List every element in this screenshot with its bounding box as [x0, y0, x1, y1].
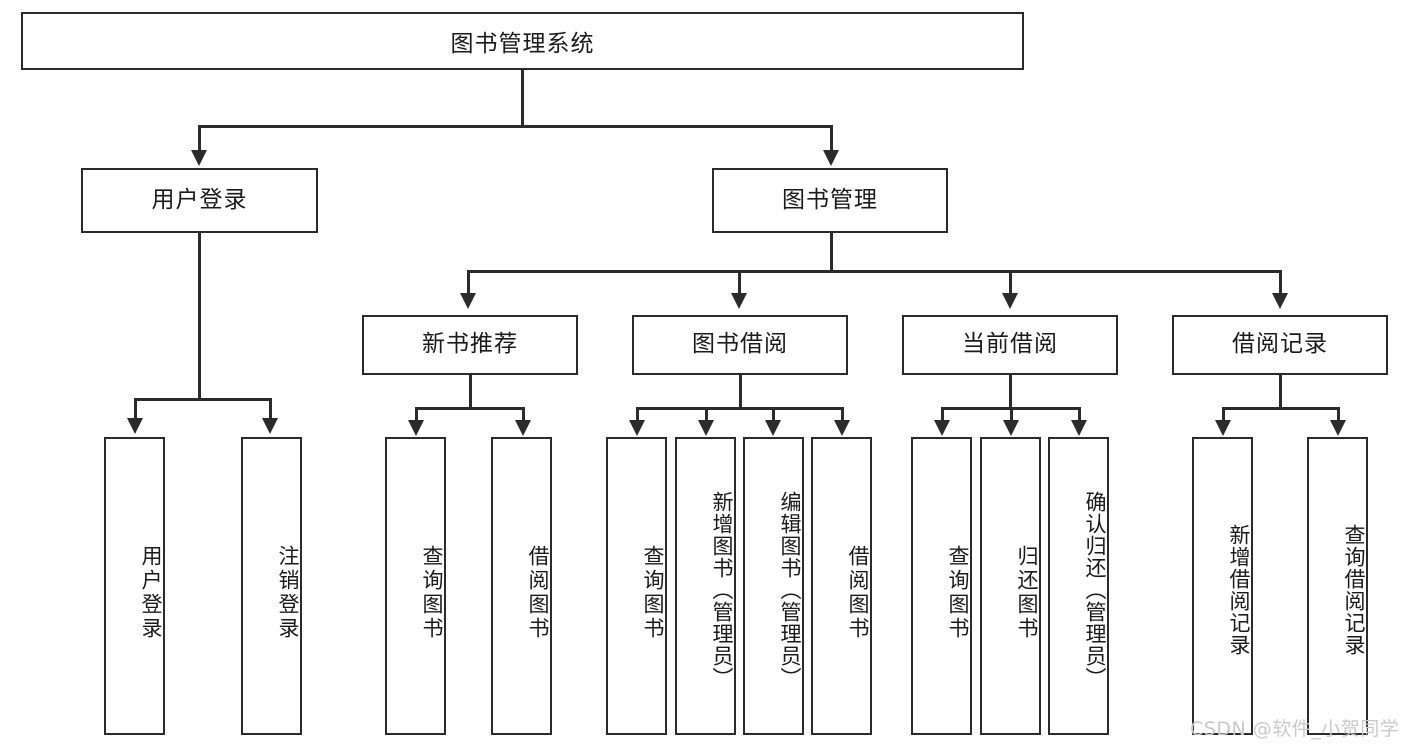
connector-bm-drop-2: [738, 270, 741, 295]
leaf-user-login-label: 用户登录: [139, 545, 163, 641]
connector-user-login-stem: [198, 233, 201, 398]
arrow-to-book-manage: [823, 150, 839, 166]
connector-nbr-drop-1: [415, 407, 418, 422]
connector-root-left-drop: [198, 125, 201, 152]
node-user-login-label: 用户登录: [151, 186, 248, 213]
arrow-to-leaf-query-record: [1330, 420, 1346, 436]
connector-user-login-drop-2: [269, 398, 272, 420]
connector-cb-drop-3: [1078, 407, 1081, 422]
connector-bm-drop-1: [467, 270, 470, 295]
arrow-to-leaf-user-login: [127, 418, 143, 434]
arrow-to-leaf-borrow-book-1: [515, 420, 531, 436]
node-borrow-record-label: 借阅记录: [1232, 331, 1328, 358]
leaf-query-book-2-label: 查询图书: [641, 545, 665, 641]
arrow-to-leaf-add-book: [698, 420, 714, 436]
node-root[interactable]: 图书管理系统: [21, 12, 1024, 70]
arrow-to-leaf-edit-book: [765, 420, 781, 436]
leaf-return-book[interactable]: 归还图书: [980, 437, 1041, 735]
arrow-to-leaf-return-book: [1003, 420, 1019, 436]
arrow-to-current-borrow: [1002, 293, 1018, 309]
leaf-user-login[interactable]: 用户登录: [104, 437, 165, 735]
leaf-borrow-book-2-label: 借阅图书: [846, 545, 870, 641]
arrow-to-leaf-add-record: [1215, 420, 1231, 436]
connector-cb-drop-2: [1010, 407, 1013, 422]
arrow-to-leaf-confirm-return: [1071, 420, 1087, 436]
connector-user-login-drop-1: [134, 398, 137, 420]
leaf-query-record[interactable]: 查询借阅记录: [1307, 437, 1368, 735]
leaf-query-book-1[interactable]: 查询图书: [385, 437, 446, 735]
leaf-add-record-label: 新增借阅记录: [1227, 524, 1251, 656]
leaf-borrow-book-1[interactable]: 借阅图书: [491, 437, 552, 735]
leaf-add-record[interactable]: 新增借阅记录: [1192, 437, 1253, 735]
connector-user-login-bar: [134, 398, 272, 401]
leaf-borrow-book-2[interactable]: 借阅图书: [811, 437, 872, 735]
connector-book-manage-bar: [467, 270, 1282, 273]
arrow-to-borrow-record: [1272, 293, 1288, 309]
connector-bb-drop-2: [705, 407, 708, 422]
connector-br-drop-1: [1222, 407, 1225, 422]
connector-cb-drop-1: [941, 407, 944, 422]
connector-nbr-stem: [469, 375, 472, 407]
leaf-add-book-label: 新增图书（管理员）: [710, 491, 734, 689]
node-borrow-record[interactable]: 借阅记录: [1172, 315, 1388, 375]
connector-br-stem: [1279, 375, 1282, 407]
arrow-to-user-login: [191, 150, 207, 166]
connector-nbr-drop-2: [522, 407, 525, 422]
connector-bb-drop-1: [636, 407, 639, 422]
connector-br-bar: [1222, 407, 1340, 410]
leaf-edit-book[interactable]: 编辑图书（管理员）: [743, 437, 804, 735]
connector-book-manage-stem: [830, 233, 833, 270]
connector-bb-drop-4: [841, 407, 844, 422]
connector-cb-stem: [1009, 375, 1012, 407]
arrow-to-leaf-user-logout: [262, 418, 278, 434]
leaf-query-book-1-label: 查询图书: [420, 545, 444, 641]
arrow-to-leaf-query-book-3: [934, 420, 950, 436]
leaf-query-book-3-label: 查询图书: [946, 545, 970, 641]
leaf-confirm-return[interactable]: 确认归还（管理员）: [1048, 437, 1109, 735]
leaf-edit-book-label: 编辑图书（管理员）: [778, 491, 802, 689]
node-root-label: 图书管理系统: [450, 31, 595, 57]
node-current-borrow-label: 当前借阅: [962, 331, 1058, 358]
leaf-return-book-label: 归还图书: [1015, 545, 1039, 641]
node-current-borrow[interactable]: 当前借阅: [902, 315, 1118, 375]
connector-br-drop-2: [1337, 407, 1340, 422]
csdn-watermark: CSDN @软件_小贺同学: [1190, 718, 1400, 740]
leaf-user-logout-label: 注销登录: [276, 545, 300, 641]
connector-bm-drop-3: [1009, 270, 1012, 295]
connector-root-right-drop: [830, 125, 833, 152]
connector-nbr-bar: [415, 407, 525, 410]
leaf-borrow-book-1-label: 借阅图书: [526, 545, 550, 641]
connector-bb-drop-3: [772, 407, 775, 422]
connector-bm-drop-4: [1279, 270, 1282, 295]
leaf-query-record-label: 查询借阅记录: [1342, 524, 1366, 656]
node-book-borrow-label: 图书借阅: [692, 331, 788, 358]
node-book-borrow[interactable]: 图书借阅: [632, 315, 848, 375]
node-new-book-recommend-label: 新书推荐: [422, 331, 518, 358]
arrow-to-leaf-query-book-2: [629, 420, 645, 436]
leaf-confirm-return-label: 确认归还（管理员）: [1083, 491, 1107, 689]
connector-root-bar: [198, 125, 833, 128]
leaf-query-book-3[interactable]: 查询图书: [911, 437, 972, 735]
leaf-user-logout[interactable]: 注销登录: [241, 437, 302, 735]
connector-bb-stem: [739, 375, 742, 407]
arrow-to-leaf-query-book-1: [408, 420, 424, 436]
connector-bb-bar: [636, 407, 844, 410]
node-user-login[interactable]: 用户登录: [81, 168, 318, 233]
node-new-book-recommend[interactable]: 新书推荐: [362, 315, 578, 375]
node-book-manage[interactable]: 图书管理: [712, 168, 948, 233]
leaf-add-book[interactable]: 新增图书（管理员）: [675, 437, 736, 735]
arrow-to-book-borrow: [731, 293, 747, 309]
leaf-query-book-2[interactable]: 查询图书: [606, 437, 667, 735]
connector-root-stem: [521, 70, 524, 125]
arrow-to-new-book-recommend: [460, 293, 476, 309]
node-book-manage-label: 图书管理: [782, 186, 878, 213]
arrow-to-leaf-borrow-book-2: [834, 420, 850, 436]
